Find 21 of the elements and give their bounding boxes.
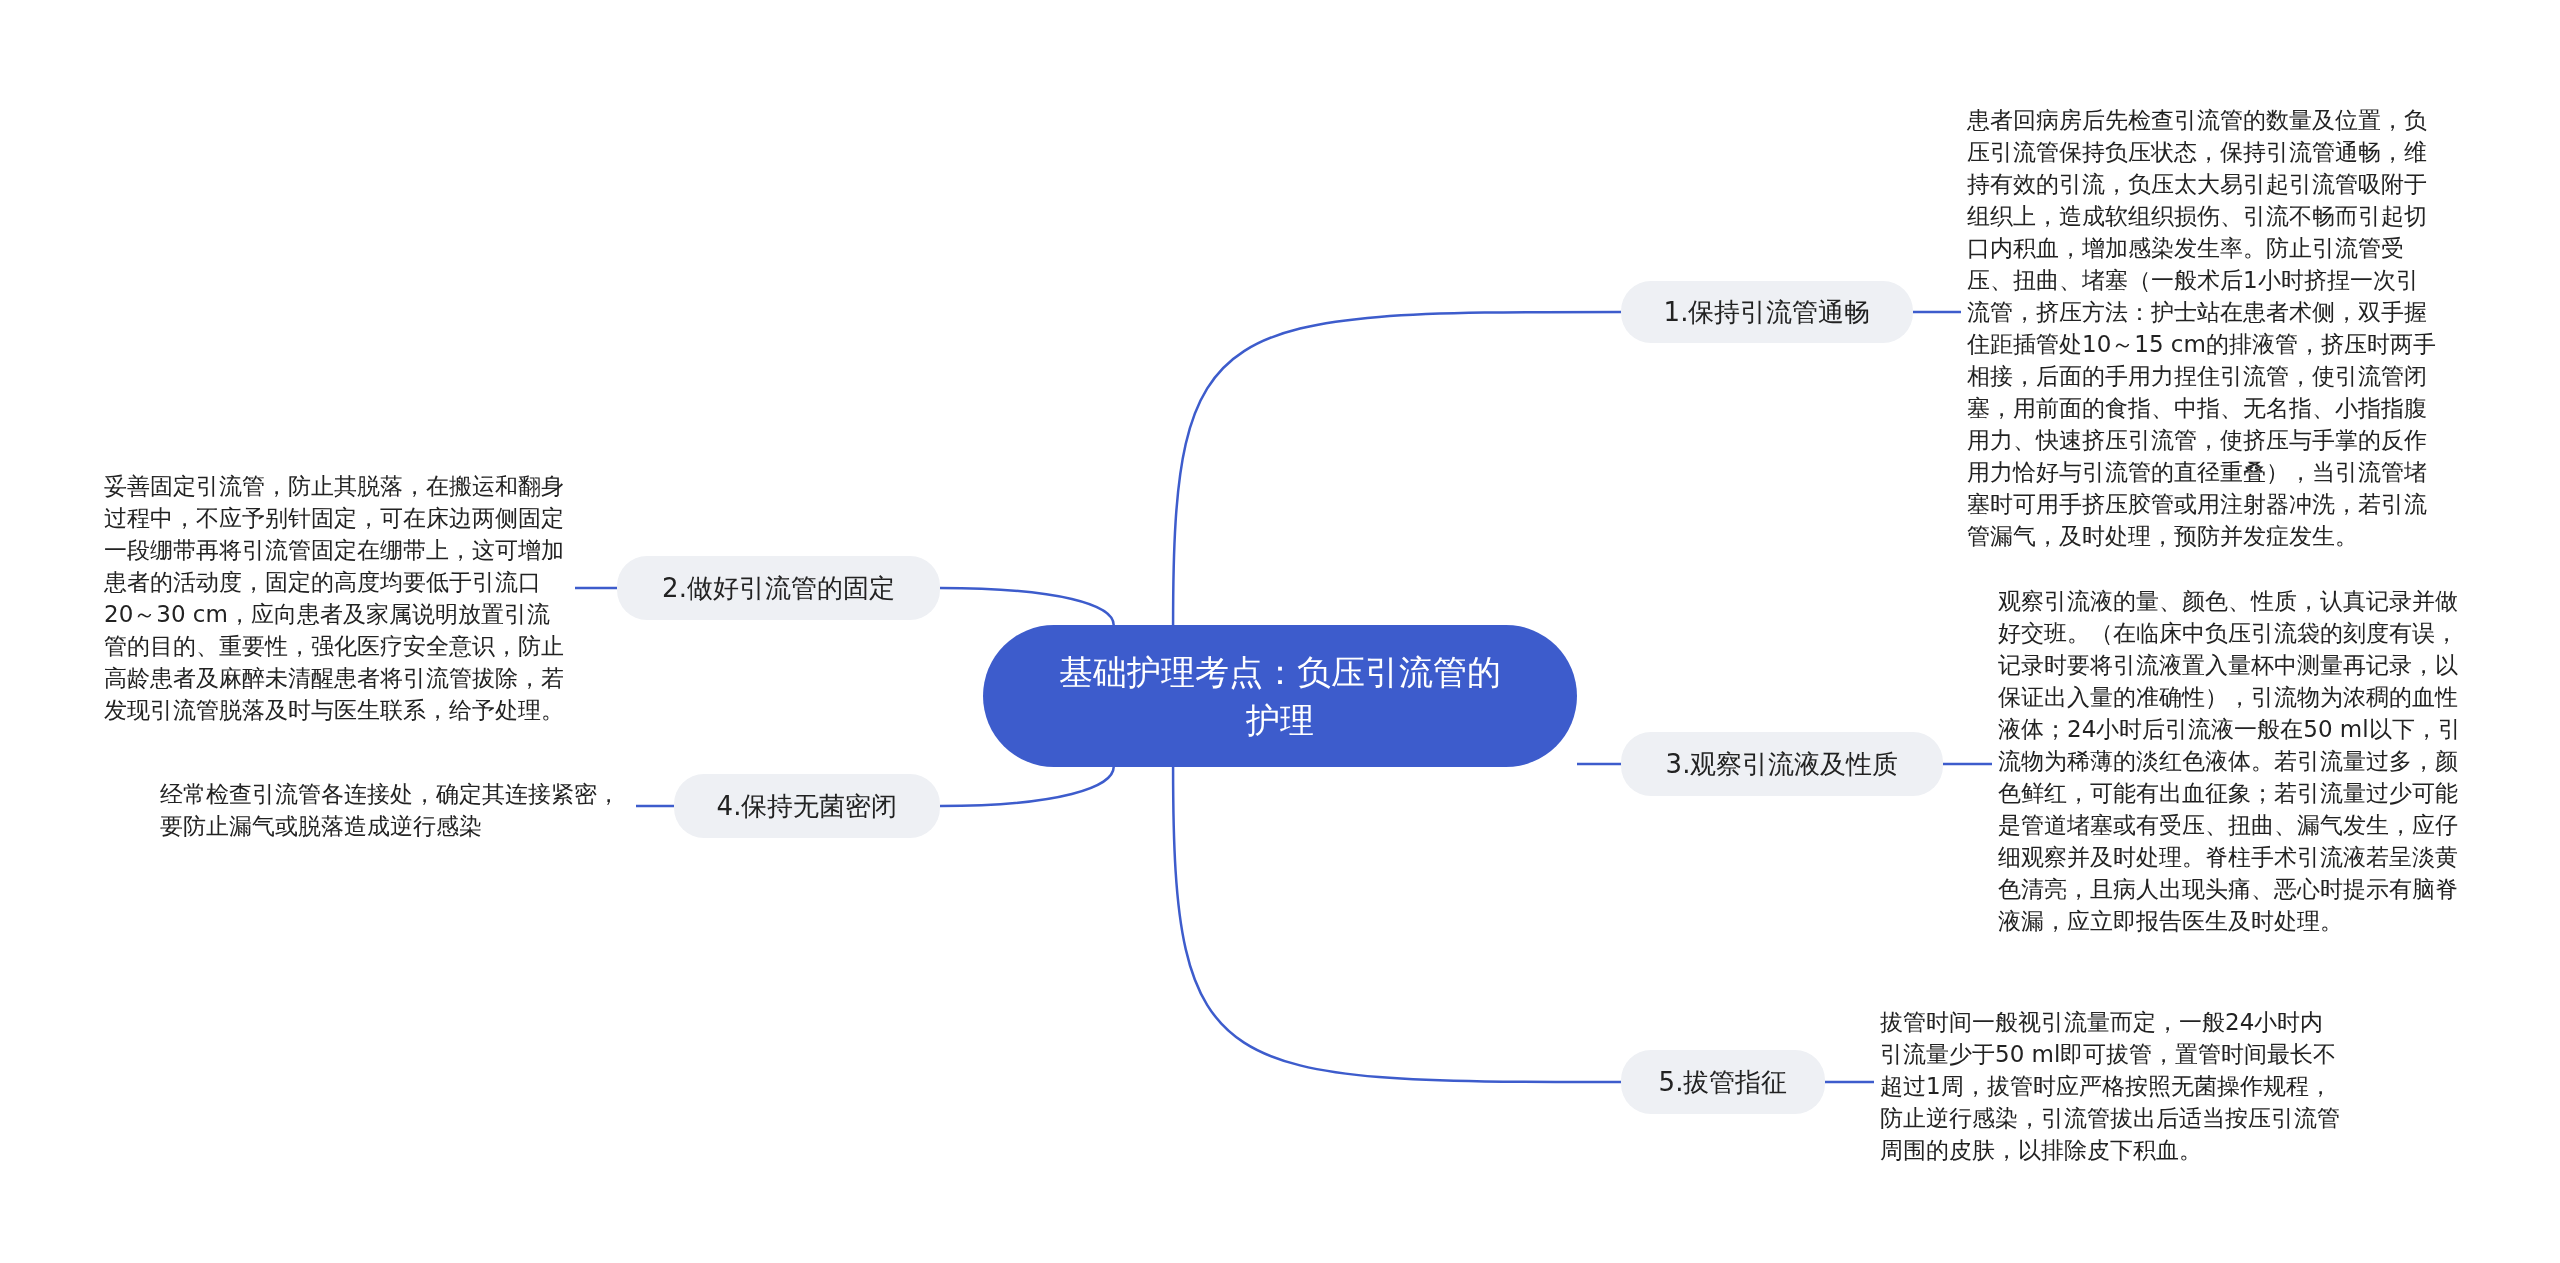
topic-pill: 3.观察引流液及性质 [1621, 732, 1943, 796]
central-topic: 基础护理考点：负压引流管的护理 [983, 625, 1577, 767]
connector-line [1913, 310, 1961, 314]
topic-pill: 2.做好引流管的固定 [617, 556, 940, 620]
connector-line [575, 586, 617, 590]
connector-line [1577, 762, 1621, 766]
connector-line [1943, 762, 1992, 766]
connector-line [1825, 1080, 1874, 1084]
topic-pill: 4.保持无菌密闭 [674, 774, 940, 838]
note-text: 患者回病房后先检查引流管的数量及位置，负压引流管保持负压状态，保持引流管通畅，维持有效的引流，负压太大易引起引流管吸附于组织上，造成软组织损伤、引流不畅而引起切口内积血，增加感染发生率。防止引流管受压、扭曲、堵塞（一般术后1小时挤捏一次引流管，挤压方法：护士站在患者术侧，双手握住距插管处10～15 cm的排液管，挤压时两手相接，后面的手用力捏住引流管，使引流管闭塞，用前面的食指、中指、无名指、小指指腹用力、快速挤压引流管，使挤压与手掌的反作用力恰好与引流管的直径重叠），当引流管堵塞时可用手挤压胶管或用注射器冲洗，若引流管漏气，及时处理，预防并发症发生。 [1967, 104, 2437, 552]
connector-line [1171, 310, 1621, 625]
note-text: 经常检查引流管各连接处，确定其连接紧密，要防止漏气或脱落造成逆行感染 [160, 778, 630, 842]
connector-line [636, 804, 674, 808]
note-text: 观察引流液的量、颜色、性质，认真记录并做好交班。（在临床中负压引流袋的刻度有误，记录时要将引流液置入量杯中测量再记录，以保证出入量的准确性），引流物为浓稠的血性液体；24小时后引流液一般在50 ml以下，引流物为稀薄的淡红色液体。若引流量过多，颜色鲜红，可能有出血征象；若引流量过少可能是管道堵塞或有受压、扭曲、漏气发生，应仔细观察并及时处理。脊柱手术引流液若呈淡黄色清亮，且病人出现头痛、恶心时提示有脑脊液漏，应立即报告医生及时处理。 [1998, 585, 2463, 937]
note-text: 拔管时间一般视引流量而定，一般24小时内引流量少于50 ml即可拔管，置管时间最长不超过1周，拔管时应严格按照无菌操作规程，防止逆行感染，引流管拔出后适当按压引流管周围的皮肤，以排除皮下积血。 [1880, 1006, 2345, 1166]
connector-line [940, 766, 1115, 808]
topic-pill: 1.保持引流管通畅 [1621, 281, 1913, 343]
connector-line [1171, 767, 1621, 1084]
connector-line [940, 586, 1115, 626]
note-text: 妥善固定引流管，防止其脱落，在搬运和翻身过程中，不应予别针固定，可在床边两侧固定一段绷带再将引流管固定在绷带上，这可增加患者的活动度，固定的高度均要低于引流口20～30 cm，应向患者及家属说明放置引流管的目的、重要性，强化医疗安全意识，防止高龄患者及麻醉未清醒患者将引流管拔除，若发现引流管脱落及时与医生联系，给予处理。 [104, 470, 569, 726]
topic-pill: 5.拔管指征 [1621, 1050, 1825, 1114]
